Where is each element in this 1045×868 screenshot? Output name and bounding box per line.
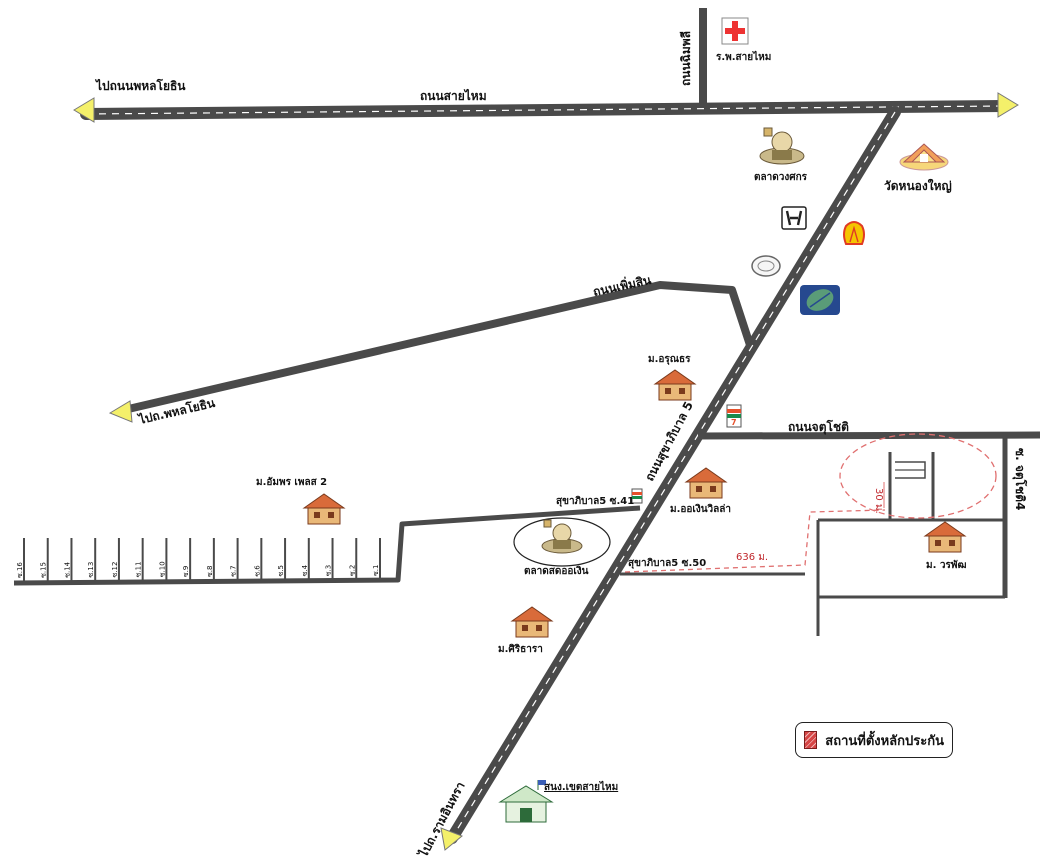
label-village-arunthong: ม.อรุณธร — [648, 354, 691, 365]
label-soi-41: สุขาภิบาล5 ซ.41 — [556, 495, 634, 507]
label-distance-soi50: 636 ม. — [736, 552, 768, 563]
main-top-road — [80, 100, 1010, 120]
soi-label: ซ.3 — [325, 565, 333, 576]
shell-icon — [843, 221, 865, 245]
label-road-main-top: ถนนสายไหม — [420, 88, 487, 103]
label-market-top: ตลาดวงศกร — [754, 172, 808, 183]
leaf-logo-icon — [800, 285, 840, 315]
label-hospital: ร.พ.สายไหม — [716, 50, 771, 63]
hospital-icon — [721, 17, 749, 45]
legend: สถานที่ตั้งหลักประกัน — [795, 722, 953, 758]
label-market-ornjaroen: ตลาดสดออเงิน — [524, 565, 589, 577]
soi-label: ซ.16 — [16, 562, 24, 578]
district-office-icon — [498, 780, 554, 823]
diagonal-main-road — [446, 106, 901, 844]
soi-label: ซ.9 — [182, 566, 190, 577]
soi-41-road — [13, 505, 641, 586]
soi-label: ซ.8 — [206, 565, 214, 576]
soi-label: ซ.14 — [63, 561, 71, 577]
property-highlight — [839, 433, 997, 519]
arrow-right-top-icon — [997, 92, 1019, 118]
legend-label: สถานที่ตั้งหลักประกัน — [825, 733, 944, 749]
label-village-ornjaroen: ม.ออเงินวิลล่า — [670, 503, 731, 515]
soi-label: ซ.10 — [158, 561, 166, 577]
label-distance-plot: 30 ม. — [873, 488, 884, 514]
inner-road — [123, 281, 754, 414]
east-road — [697, 431, 1041, 598]
label-district-office: สนง.เขตสายไหม — [544, 780, 618, 793]
house-icon-siriwara — [510, 606, 554, 638]
arrow-left-inner-icon — [108, 400, 133, 423]
temple-icon — [899, 143, 949, 171]
soi-50-road — [620, 452, 1005, 636]
soi-label: ซ.12 — [111, 562, 119, 578]
soi-label: ซ.15 — [40, 562, 48, 578]
svg-text:7: 7 — [731, 418, 737, 427]
seven-eleven-icon: 7 — [726, 404, 742, 428]
route-to-property — [624, 509, 886, 573]
soi-label: ซ.2 — [348, 565, 356, 576]
label-village-ampon: ม.อัมพร เพลส 2 — [256, 476, 327, 488]
soi-ticks: ซ.16 ซ.15 ซ.14 ซ.13 ซ.12 ซ.11 ซ.10 ซ.9 ซ.8 ซ.7 ซ.6… — [16, 538, 381, 582]
market-icon — [759, 127, 805, 165]
house-icon-ornjaroen — [684, 467, 728, 499]
market-ornjaroen-icon — [541, 519, 583, 554]
house-icon-ampon — [302, 493, 346, 525]
soi-label: ซ.13 — [87, 562, 95, 578]
soi-label: ซ.6 — [253, 565, 261, 577]
soi-label: ซ.4 — [301, 564, 309, 576]
car-brand-icon — [751, 255, 781, 277]
house-icon-worapat — [923, 521, 967, 553]
label-village-siriwara: ม.ศิริธารา — [498, 643, 543, 655]
soi-label: ซ.7 — [230, 565, 238, 576]
soi-label: ซ.11 — [135, 561, 143, 577]
label-road-vertical: ถนนฉิมพลี — [679, 31, 693, 86]
seven-eleven-small-icon — [631, 488, 643, 504]
market-ornjaroen-oval — [513, 517, 611, 567]
label-to-phahon-top: ไปถนนพหลโยธิน — [94, 78, 186, 93]
label-road-east: ถนนจตุโชติ — [788, 419, 849, 435]
label-temple: วัดหนองใหญ่ — [884, 178, 952, 193]
honda-icon — [781, 206, 807, 230]
arrow-left-top-icon — [73, 97, 95, 123]
label-soi-50: สุขาภิบาล5 ซ.50 — [628, 557, 706, 569]
label-village-worapat: ม. วรพัฒ — [926, 559, 966, 571]
soi-label: ซ.1 — [372, 565, 380, 576]
soi-label: ซ.5 — [277, 565, 285, 576]
label-soi-chatuchot-4: ซ. จตุโชติ4 — [1012, 448, 1028, 510]
legend-swatch-icon — [804, 731, 818, 749]
arrow-bottom-icon — [440, 827, 463, 851]
house-icon-arunthong — [653, 369, 697, 401]
